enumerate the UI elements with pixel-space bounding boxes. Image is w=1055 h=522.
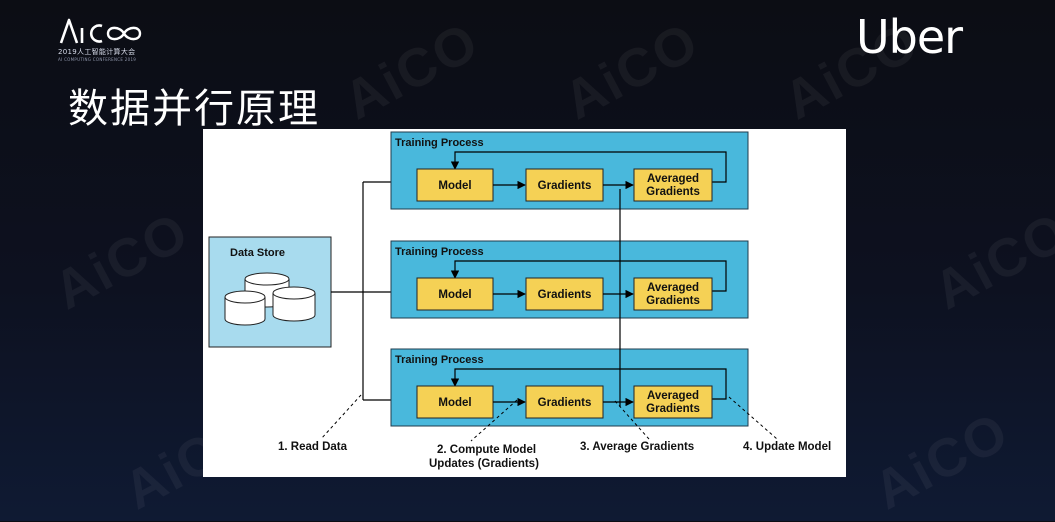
averaged-gradients-label-line1: Averaged — [647, 173, 699, 185]
gradients-box-label: Gradients — [538, 180, 592, 192]
gradients-box — [525, 277, 604, 311]
conference-name: 2019人工智能计算大会 — [58, 48, 136, 56]
aico-logo-icon — [59, 18, 142, 44]
averaged-gradients-box — [633, 385, 713, 419]
averaged-gradients-box — [633, 277, 713, 311]
gradients-box-label: Gradients — [538, 397, 592, 409]
step-leaders — [320, 394, 778, 442]
update-loop-arrow — [450, 151, 727, 183]
watermark-text: AiCO — [924, 200, 1055, 322]
watermark-text: AiCO — [554, 10, 709, 132]
model-box-label: Model — [438, 289, 471, 301]
update-loop-arrow — [450, 368, 727, 400]
step-label-update: 4. Update Model — [743, 441, 831, 453]
model-box — [416, 168, 494, 202]
gradients-box — [525, 168, 604, 202]
watermark-text: AiCO — [334, 10, 489, 132]
averaged-gradients-label-line2: Gradients — [646, 186, 700, 198]
training-process-title: Training Process — [395, 137, 484, 149]
step-label-compute-2: Updates (Gradients) — [429, 458, 539, 470]
step-label-compute: 2. Compute Model — [437, 444, 536, 456]
training-process-title: Training Process — [395, 354, 484, 366]
watermark-text: AiCO — [864, 400, 1019, 522]
update-loop-arrow — [450, 260, 727, 292]
training-process-title: Training Process — [395, 246, 484, 258]
step-label-read-data: 1. Read Data — [278, 441, 348, 453]
conference-logo: 2019人工智能计算大会 AI COMPUTING CONFERENCE 201… — [58, 17, 154, 62]
uber-logo: Uber — [856, 10, 963, 64]
slide-title: 数据并行原理 — [68, 86, 320, 132]
step-labels: 1. Read Data 2. Compute Model Updates (G… — [278, 441, 831, 470]
watermark-text: AiCO — [44, 200, 199, 322]
model-box-label: Model — [438, 397, 471, 409]
database-icon — [224, 272, 316, 326]
averaged-gradients-label-line2: Gradients — [646, 295, 700, 307]
gradients-box-label: Gradients — [538, 289, 592, 301]
gradients-box — [525, 385, 604, 419]
averaged-gradients-box — [633, 168, 713, 202]
model-box — [416, 277, 494, 311]
averaged-gradients-label-line1: Averaged — [647, 282, 699, 294]
data-store: Data Store — [208, 236, 332, 348]
data-store-label: Data Store — [230, 247, 285, 259]
step-label-average: 3. Average Gradients — [580, 441, 694, 453]
conference-name-en: AI COMPUTING CONFERENCE 2019 — [58, 57, 137, 62]
model-box-label: Model — [438, 180, 471, 192]
averaged-gradients-label-line2: Gradients — [646, 403, 700, 415]
averaged-gradients-label-line1: Averaged — [647, 390, 699, 402]
